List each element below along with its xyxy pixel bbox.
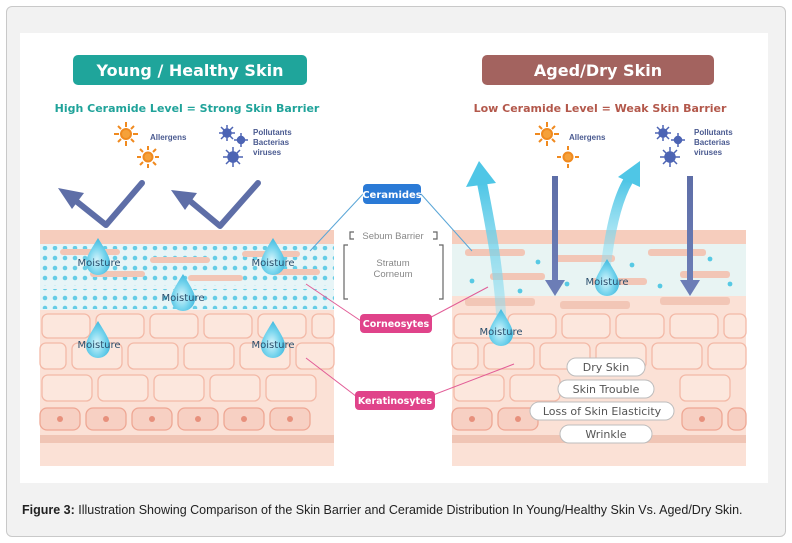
caption-label: Figure 3: <box>22 503 75 517</box>
condition-pill-wrinkle: Wrinkle <box>559 424 653 444</box>
ceramides-label: Ceramides <box>362 190 422 201</box>
caption-text: Illustration Showing Comparison of the S… <box>74 503 743 517</box>
moisture-drop-icon <box>261 238 285 275</box>
moisture-label: Moisture <box>251 258 294 269</box>
virus-icon <box>234 133 248 147</box>
pollutants-label: Pollutants <box>694 128 733 137</box>
condition-label: Skin Trouble <box>573 383 640 396</box>
moisture-label: Moisture <box>161 293 204 304</box>
moisture-drop-icon <box>261 321 285 358</box>
moisture-drop-icon <box>595 259 619 296</box>
arrow-head <box>58 188 84 209</box>
allergen-sun-icon <box>557 146 579 168</box>
healthy-title: Young / Healthy Skin <box>96 61 284 80</box>
moisture-drop-icon <box>86 321 110 358</box>
arrow-head <box>171 190 197 210</box>
virus-icon <box>660 147 680 167</box>
virus-icon <box>223 147 243 167</box>
corneum-label: Corneum <box>373 269 412 280</box>
condition-label: Loss of Skin Elasticity <box>543 405 662 418</box>
viruses-label: viruses <box>694 148 723 157</box>
center-legend: Ceramides Sebum Barrier Stratum Corneum … <box>305 184 515 410</box>
aged-subtitle: Low Ceramide Level = Weak Skin Barrier <box>474 102 727 115</box>
condition-pill-skin-trouble: Skin Trouble <box>557 379 655 399</box>
moisture-drop-icon <box>489 309 513 346</box>
healthy-title-badge <box>73 55 307 85</box>
penetration-arrow-icon <box>545 176 565 296</box>
pollutants-label: Pollutants <box>253 128 292 137</box>
corneosytes-label: Corneosytes <box>363 319 430 330</box>
figure-caption: Figure 3: Illustration Showing Compariso… <box>22 503 772 517</box>
viruses-label: viruses <box>253 148 282 157</box>
allergens-label: Allergens <box>150 133 187 142</box>
keratinosytes-label: Keratinosytes <box>358 396 433 407</box>
moisture-label: Moisture <box>77 340 120 351</box>
penetration-arrow-icon <box>680 176 700 296</box>
ceramides-tag <box>363 184 421 204</box>
condition-pill-elasticity: Loss of Skin Elasticity <box>529 401 675 421</box>
allergen-sun-icon <box>535 122 559 146</box>
allergen-sun-icon <box>137 146 159 168</box>
healthy-skin-panel: Young / Healthy Skin High Ceramide Level… <box>39 55 335 466</box>
aged-title: Aged/Dry Skin <box>534 61 662 80</box>
aged-title-badge <box>482 55 714 85</box>
keratinosytes-tag <box>355 391 435 410</box>
skin-barrier-illustration: Young / Healthy Skin High Ceramide Level… <box>20 33 768 483</box>
virus-icon <box>655 125 671 141</box>
reflected-arrow-icon <box>73 180 145 228</box>
healthy-subtitle: High Ceramide Level = Strong Skin Barrie… <box>55 102 320 115</box>
stratum-label: Stratum <box>376 258 409 269</box>
condition-label: Wrinkle <box>585 428 626 441</box>
moisture-label: Moisture <box>251 340 294 351</box>
moisture-drop-icon <box>86 238 110 275</box>
moisture-label: Moisture <box>77 258 120 269</box>
moisture-label: Moisture <box>585 277 628 288</box>
bacterias-label: Bacterias <box>253 138 290 147</box>
virus-icon <box>671 133 685 147</box>
reflected-arrow-icon <box>187 180 261 229</box>
virus-icon <box>219 125 235 141</box>
corneosytes-tag <box>360 314 432 333</box>
condition-pill-dry-skin: Dry Skin <box>566 357 646 377</box>
sebum-barrier-label: Sebum Barrier <box>362 231 423 242</box>
allergens-label: Allergens <box>569 133 606 142</box>
allergen-sun-icon <box>114 122 138 146</box>
moisture-drop-icon <box>171 274 195 311</box>
moisture-label: Moisture <box>479 327 522 338</box>
aged-skin-panel: Aged/Dry Skin Low Ceramide Level = Weak … <box>451 55 747 466</box>
bacterias-label: Bacterias <box>694 138 731 147</box>
condition-label: Dry Skin <box>583 361 629 374</box>
